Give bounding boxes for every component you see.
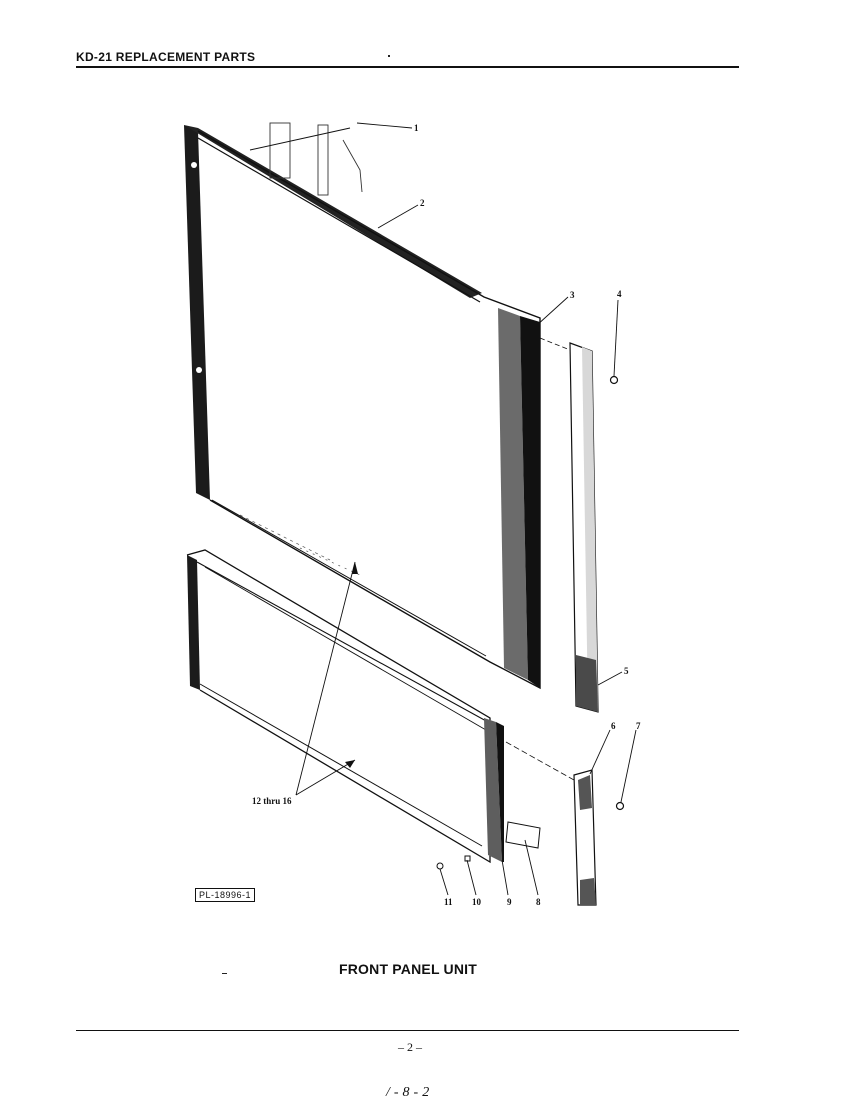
callout-5: 5 [624, 666, 629, 676]
callout-4: 4 [617, 289, 622, 299]
header-divider [76, 66, 739, 68]
hardware-screws [436, 855, 471, 870]
page-number: – 2 – [398, 1040, 422, 1054]
footer-divider [76, 1030, 739, 1031]
callout-11: 11 [444, 897, 453, 907]
page-title: KD-21 REPLACEMENT PARTS [76, 50, 256, 64]
plate-label: PL-18996-1 [195, 888, 256, 902]
arrowhead-panel-upper [352, 562, 358, 574]
callout-8: 8 [536, 897, 541, 907]
caption-dash [222, 973, 227, 974]
callout-12-thru-16: 12 thru 16 [252, 796, 292, 806]
lower-front-panel [186, 549, 541, 864]
rear-bracket [249, 122, 363, 196]
callout-1: 1 [414, 123, 419, 133]
upper-front-panel [184, 125, 541, 690]
callout-6: 6 [611, 721, 616, 731]
lower-side-strip [505, 741, 625, 906]
callout-10: 10 [472, 897, 482, 907]
callout-2: 2 [420, 198, 425, 208]
diagram-caption: FRONT PANEL UNIT [338, 961, 477, 977]
arrowhead-panel-lower [345, 760, 355, 768]
handwritten-note: /-8-2 [386, 1085, 434, 1100]
right-side-strip [539, 337, 619, 713]
callout-9: 9 [507, 897, 512, 907]
callout-7: 7 [636, 721, 641, 731]
speck [388, 55, 390, 57]
leader-lines [295, 122, 637, 896]
callout-3: 3 [570, 290, 575, 300]
